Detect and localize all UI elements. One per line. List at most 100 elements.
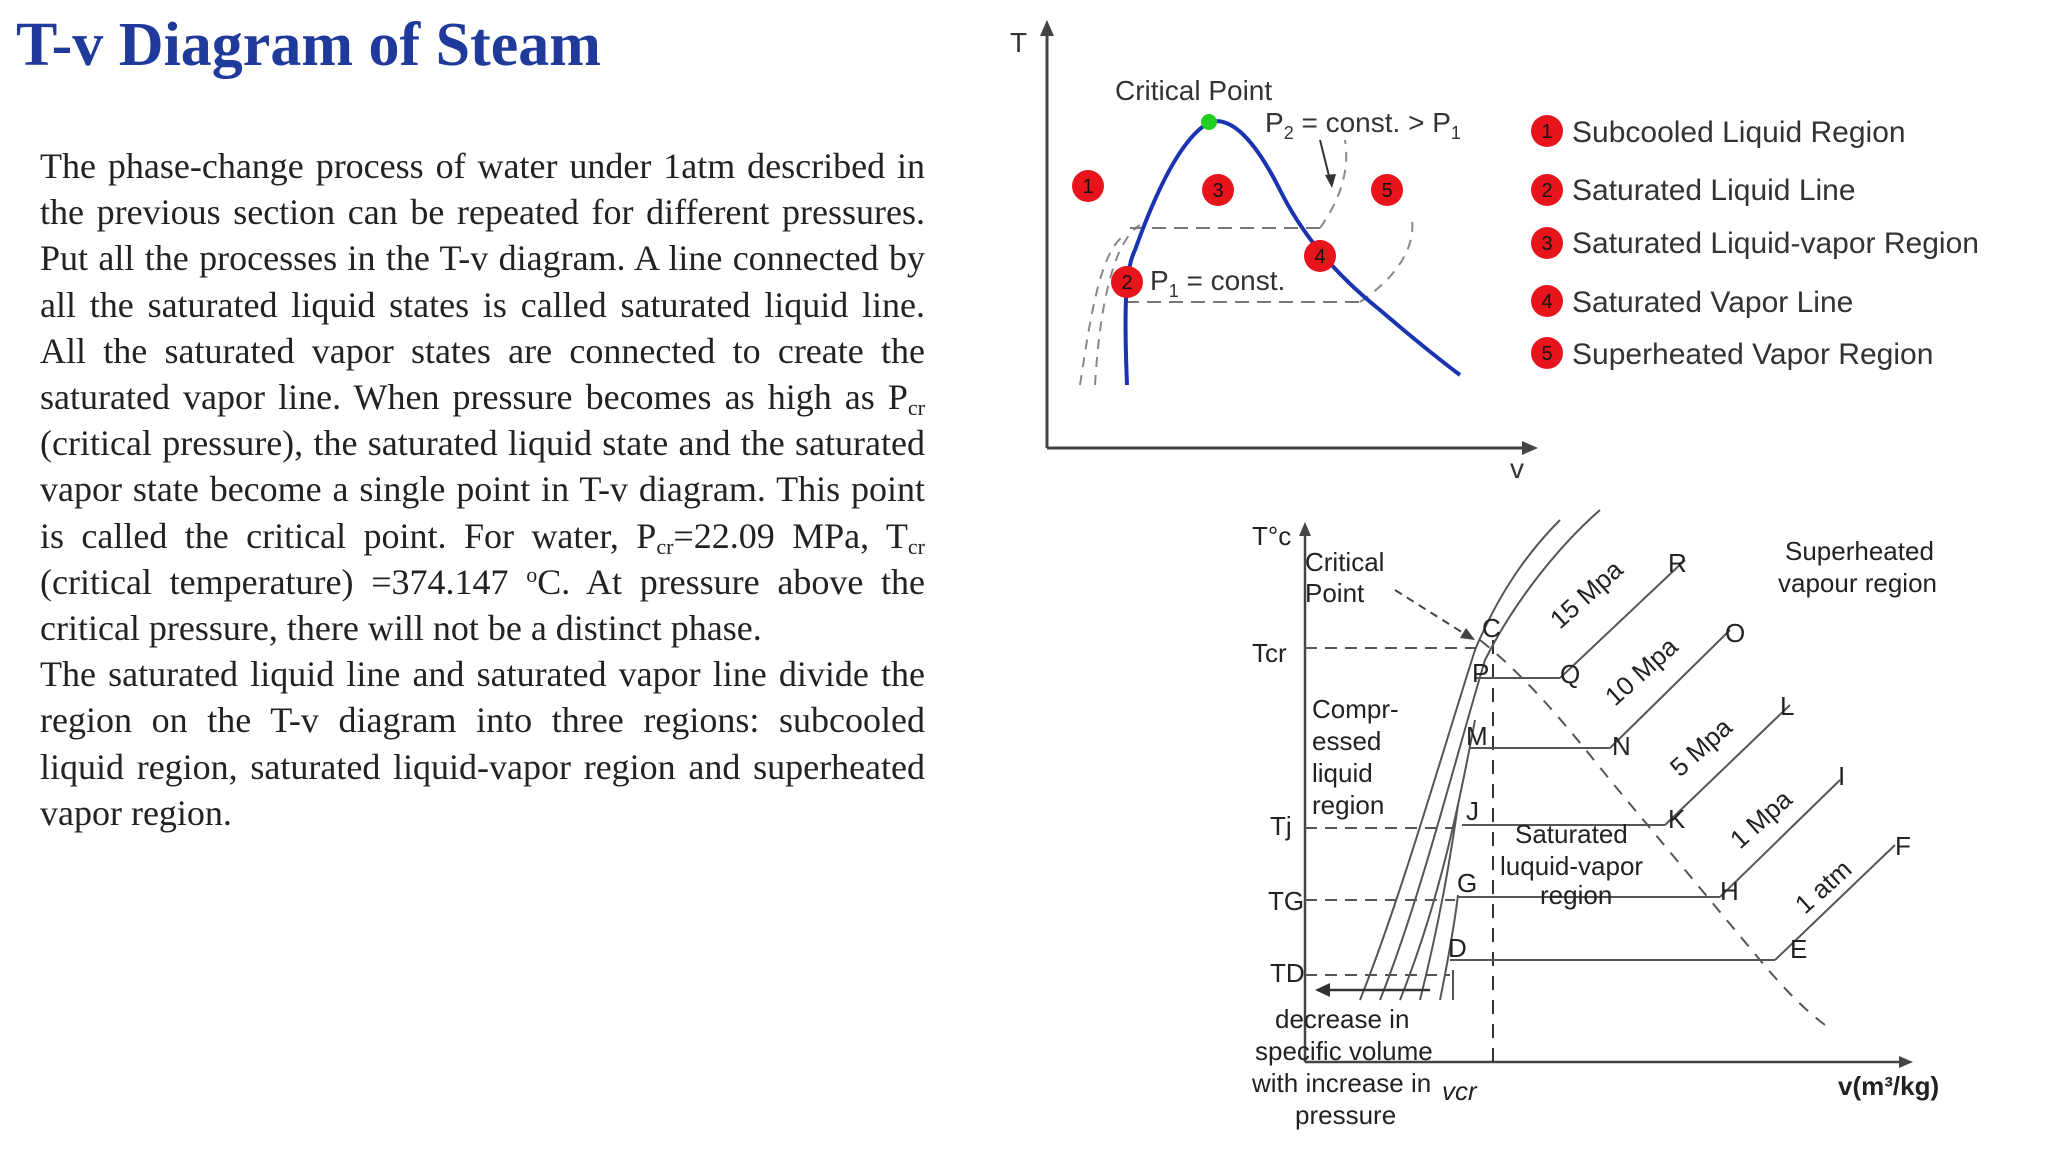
svg-text:5: 5 [1541, 343, 1552, 365]
superscript: o [526, 561, 538, 587]
svg-text:1: 1 [1541, 121, 1552, 143]
subscript: cr [907, 533, 926, 559]
svg-text:Saturated Vapor Line: Saturated Vapor Line [1572, 286, 1853, 319]
decrease-label-3: with increase in [1251, 1068, 1431, 1098]
p1-label: P1 = const. [1150, 265, 1285, 301]
superheat-10mpa [1609, 629, 1731, 749]
svg-text:1: 1 [1082, 176, 1093, 198]
legend-item: 1 Subcooled Liquid Region [1531, 115, 1906, 149]
pressure-label-1mpa: 1 Mpa [1724, 783, 1798, 854]
critical-point-label: Critical Point [1115, 75, 1272, 106]
svg-text:Saturated Liquid-vapor Region: Saturated Liquid-vapor Region [1572, 227, 1979, 260]
superheat-1mpa [1719, 779, 1841, 898]
isobar-curve [1439, 894, 1459, 1001]
critical-point-text-1: Critical [1305, 547, 1384, 577]
saturated-vapor-line [1479, 639, 1826, 1026]
text-run: (critical temperature) =374.147 [40, 561, 527, 602]
page-title: T-v Diagram of Steam [16, 11, 601, 79]
point-d: D [1448, 933, 1467, 963]
p2-arrow [1319, 139, 1331, 181]
critical-point-marker [1201, 114, 1217, 130]
point-l: L [1780, 691, 1794, 721]
pressure-label-1atm: 1 atm [1789, 854, 1857, 920]
isobar-p1-left [1079, 234, 1126, 386]
superheat-5mpa [1664, 704, 1791, 826]
point-f: F [1895, 831, 1911, 861]
svg-text:2: 2 [1541, 180, 1552, 202]
marker-4: 4 [1304, 240, 1336, 272]
marker-1: 1 [1072, 170, 1104, 202]
saturated-label-3: region [1540, 880, 1612, 910]
svg-text:Subcooled Liquid Region: Subcooled Liquid Region [1572, 116, 1906, 149]
body-text: The phase-change process of water under … [40, 143, 925, 836]
compressed-label-2: essed [1312, 726, 1381, 756]
saturated-label-2: luquid-vapor [1500, 851, 1643, 881]
point-r: R [1668, 548, 1687, 578]
point-o: O [1725, 618, 1745, 648]
marker-5: 5 [1371, 174, 1403, 206]
tv-diagram-top: T v Critical Point P2 = const. > P1 P1 =… [1010, 20, 1979, 480]
subscript: cr [656, 533, 674, 559]
decrease-label-2: specific volume [1255, 1036, 1433, 1066]
point-i: I [1838, 761, 1845, 791]
p2-arrowhead [1325, 174, 1336, 188]
svg-text:2: 2 [1121, 272, 1132, 294]
legend-item: 4 Saturated Vapor Line [1531, 285, 1853, 319]
text-run: =22.09 MPa, T [673, 515, 908, 556]
legend-item: 3 Saturated Liquid-vapor Region [1531, 227, 1979, 260]
point-c: C [1482, 613, 1501, 643]
t-axis-label: T [1010, 27, 1027, 58]
svg-text:Saturated Liquid Line: Saturated Liquid Line [1572, 174, 1856, 207]
legend-item: 2 Saturated Liquid Line [1531, 174, 1856, 207]
point-p: P [1472, 658, 1489, 688]
marker-2: 2 [1111, 266, 1143, 298]
isobar-curve [1359, 519, 1561, 1001]
svg-text:5: 5 [1381, 180, 1392, 202]
temp-axis-arrow [1299, 522, 1311, 536]
paragraph-2: The saturated liquid line and saturated … [40, 654, 925, 833]
isobar-curve [1399, 719, 1476, 1001]
svg-text:4: 4 [1541, 291, 1552, 313]
pressure-label-10mpa: 10 Mpa [1599, 631, 1684, 712]
svg-text:3: 3 [1541, 233, 1552, 255]
saturation-dome [1123, 119, 1462, 386]
temp-axis-label: T°c [1252, 521, 1291, 551]
point-j: J [1466, 796, 1479, 826]
isobar-curve [1379, 509, 1601, 1001]
superheated-label-2: vapour region [1778, 568, 1937, 598]
pressure-label-15mpa: 15 Mpa [1544, 554, 1629, 635]
point-k: K [1668, 804, 1686, 834]
point-q: Q [1560, 659, 1580, 689]
saturated-label-1: Saturated [1515, 819, 1628, 849]
point-m: M [1466, 721, 1488, 751]
compressed-label-3: liquid [1312, 758, 1373, 788]
superheat-15mpa [1559, 559, 1686, 679]
superheat-1atm [1774, 844, 1896, 961]
p2-label: P2 = const. > P1 [1265, 107, 1461, 143]
volume-axis-arrow [1899, 1056, 1913, 1068]
critical-point-arrowhead [1460, 628, 1475, 640]
text-run: (critical pressure), the saturated liqui… [40, 423, 925, 556]
subscript: cr [907, 395, 925, 421]
isobar-p1-right [1359, 219, 1414, 303]
t-d-label: TD [1270, 958, 1305, 988]
point-n: N [1612, 731, 1631, 761]
decrease-label-4: pressure [1295, 1100, 1396, 1130]
marker-3: 3 [1202, 174, 1234, 206]
t-g-label: TG [1268, 886, 1304, 916]
compressed-label-1: Compr- [1312, 694, 1399, 724]
v-axis-arrow [1522, 441, 1538, 455]
critical-point-arrow [1394, 589, 1469, 637]
pressure-label-5mpa: 5 Mpa [1664, 711, 1738, 782]
decrease-arrowhead [1315, 983, 1330, 997]
point-e: E [1790, 934, 1807, 964]
point-g: G [1457, 868, 1477, 898]
vcr-label: vcr [1442, 1076, 1478, 1106]
volume-axis-label: v(m³/kg) [1838, 1071, 1939, 1101]
text-run: C. At pressure above the critical pressu… [40, 561, 926, 649]
t-cr-label: Tcr [1252, 638, 1287, 668]
text-run: The phase-change process of water under … [40, 146, 925, 418]
compressed-label-4: region [1312, 790, 1384, 820]
